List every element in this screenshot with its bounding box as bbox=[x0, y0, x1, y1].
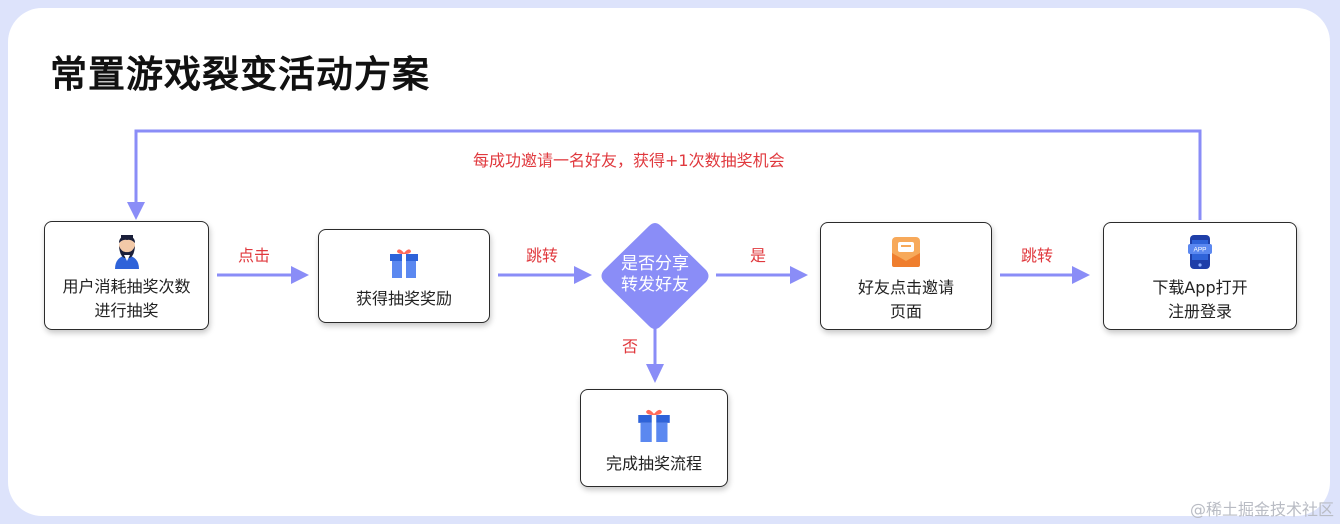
jump-edge-label-2: 跳转 bbox=[1021, 246, 1054, 265]
diagram-title: 常置游戏裂变活动方案 bbox=[50, 53, 430, 96]
node-invite-line1: 好友点击邀请 bbox=[857, 278, 954, 297]
decision-line1: 是否分享 bbox=[621, 254, 689, 274]
node-download-app: APP 下载App打开 注册登录 bbox=[1103, 222, 1297, 330]
arrowheads bbox=[127, 202, 1090, 383]
node-finish: 完成抽奖流程 bbox=[580, 389, 728, 487]
node-download-line2: 注册登录 bbox=[1167, 302, 1232, 321]
watermark: @稀土掘金技术社区 bbox=[1189, 500, 1334, 519]
arrowhead-loop bbox=[127, 202, 145, 220]
node-reward: 获得抽奖奖励 bbox=[318, 229, 490, 323]
envelope-icon bbox=[892, 237, 920, 267]
node-invite-page: 好友点击邀请 页面 bbox=[820, 222, 992, 330]
arrowhead-invite bbox=[790, 266, 808, 284]
arrowhead-download bbox=[1072, 266, 1090, 284]
node-download-line1: 下载App打开 bbox=[1152, 278, 1248, 297]
arrowhead-reward bbox=[291, 266, 309, 284]
arrowhead-decision bbox=[574, 266, 592, 284]
no-edge-label: 否 bbox=[622, 337, 639, 356]
user-avatar-icon bbox=[114, 235, 139, 269]
click-edge-label: 点击 bbox=[238, 246, 271, 265]
yes-edge-label: 是 bbox=[750, 246, 767, 265]
node-consume-line1: 用户消耗抽奖次数 bbox=[62, 277, 191, 296]
app-icon-text: APP bbox=[1193, 247, 1206, 254]
decision-label: 是否分享 转发好友 bbox=[598, 254, 712, 296]
jump-edge-label-1: 跳转 bbox=[526, 246, 559, 265]
app-phone-icon: APP bbox=[1188, 235, 1212, 269]
node-consume-line2: 进行抽奖 bbox=[94, 301, 159, 320]
node-consume-draw: 用户消耗抽奖次数 进行抽奖 bbox=[44, 221, 209, 330]
arrowhead-finish bbox=[646, 364, 664, 383]
gift-icon bbox=[390, 249, 418, 278]
loop-edge-label: 每成功邀请一名好友，获得+1次数抽奖机会 bbox=[473, 151, 785, 170]
node-finish-label: 完成抽奖流程 bbox=[605, 454, 702, 473]
gift-icon bbox=[638, 409, 670, 442]
node-invite-line2: 页面 bbox=[889, 302, 922, 321]
loop-connector bbox=[134, 129, 1202, 220]
decision-line2: 转发好友 bbox=[621, 275, 689, 295]
decision-diamond bbox=[601, 223, 709, 329]
node-reward-label: 获得抽奖奖励 bbox=[355, 289, 452, 308]
